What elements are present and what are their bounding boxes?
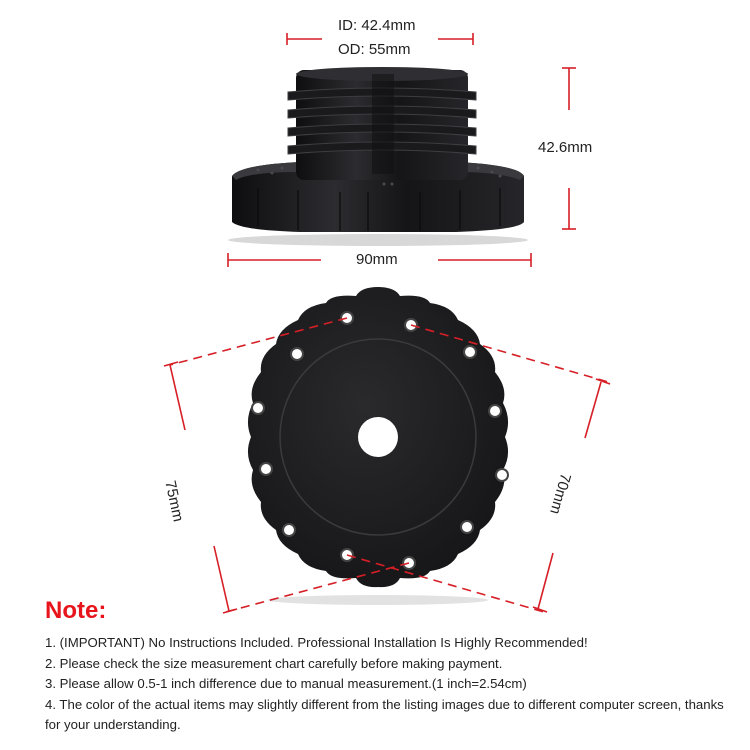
height-label: 42.6mm — [538, 139, 593, 156]
height-dimension-lines — [562, 67, 576, 230]
flange-width-label: 90mm — [356, 251, 398, 268]
width-dimension-lines — [227, 253, 532, 267]
outer-diameter-label: OD: 55mm — [338, 41, 411, 58]
note-item: 2. Please check the size measurement cha… — [45, 655, 503, 671]
note-item: 4. The color of the actual items may sli… — [45, 696, 724, 733]
note-item: 1. (IMPORTANT) No Instructions Included.… — [45, 635, 588, 650]
inner-diameter-label: ID: 42.4mm — [338, 17, 416, 34]
pcd-70-dimension-lines — [532, 378, 611, 613]
note-item: 3. Please allow 0.5-1 inch difference du… — [45, 676, 527, 691]
id-od-dimension-lines — [286, 33, 474, 45]
note-heading: Note: — [45, 597, 107, 624]
side-view-adapter — [228, 67, 528, 246]
pcd-75-dimension-lines — [163, 361, 238, 614]
pcd-dashed-lines — [169, 317, 609, 614]
note-list: 1. (IMPORTANT) No Instructions Included.… — [45, 633, 735, 736]
top-view-flange — [247, 287, 509, 605]
